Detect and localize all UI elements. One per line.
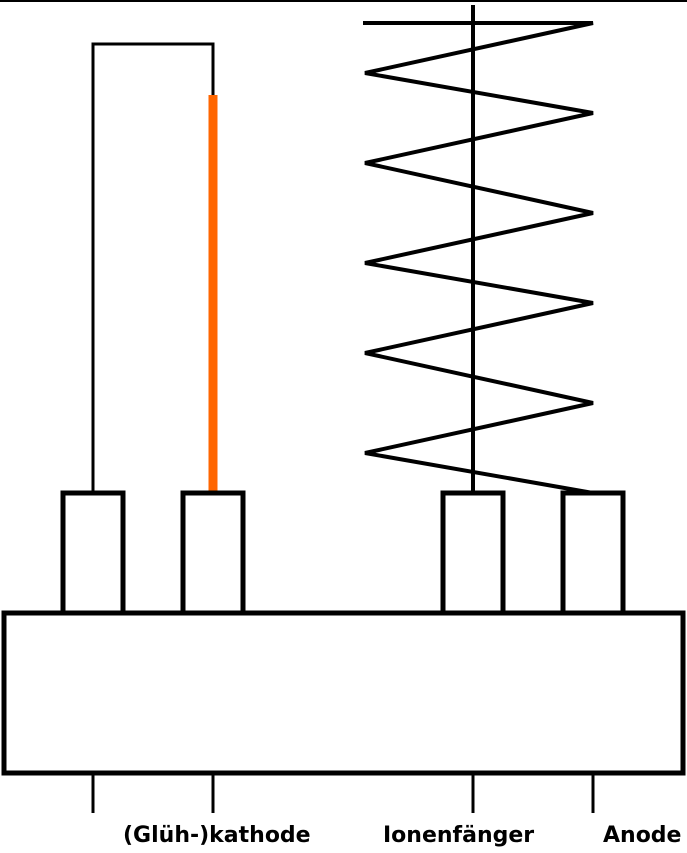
anode-helix — [363, 21, 594, 495]
base-block — [1, 610, 686, 776]
cathode-support-pin — [60, 490, 126, 616]
cathode-pin — [180, 490, 246, 616]
anode-label: Anode — [603, 823, 681, 848]
ion-collector-label: Ionenfänger — [383, 823, 534, 848]
ion-collector-pin — [440, 490, 506, 616]
anode-pin — [560, 490, 626, 616]
filament-support-wire — [91, 42, 215, 493]
cathode-label: (Glüh-)kathode — [123, 823, 311, 848]
